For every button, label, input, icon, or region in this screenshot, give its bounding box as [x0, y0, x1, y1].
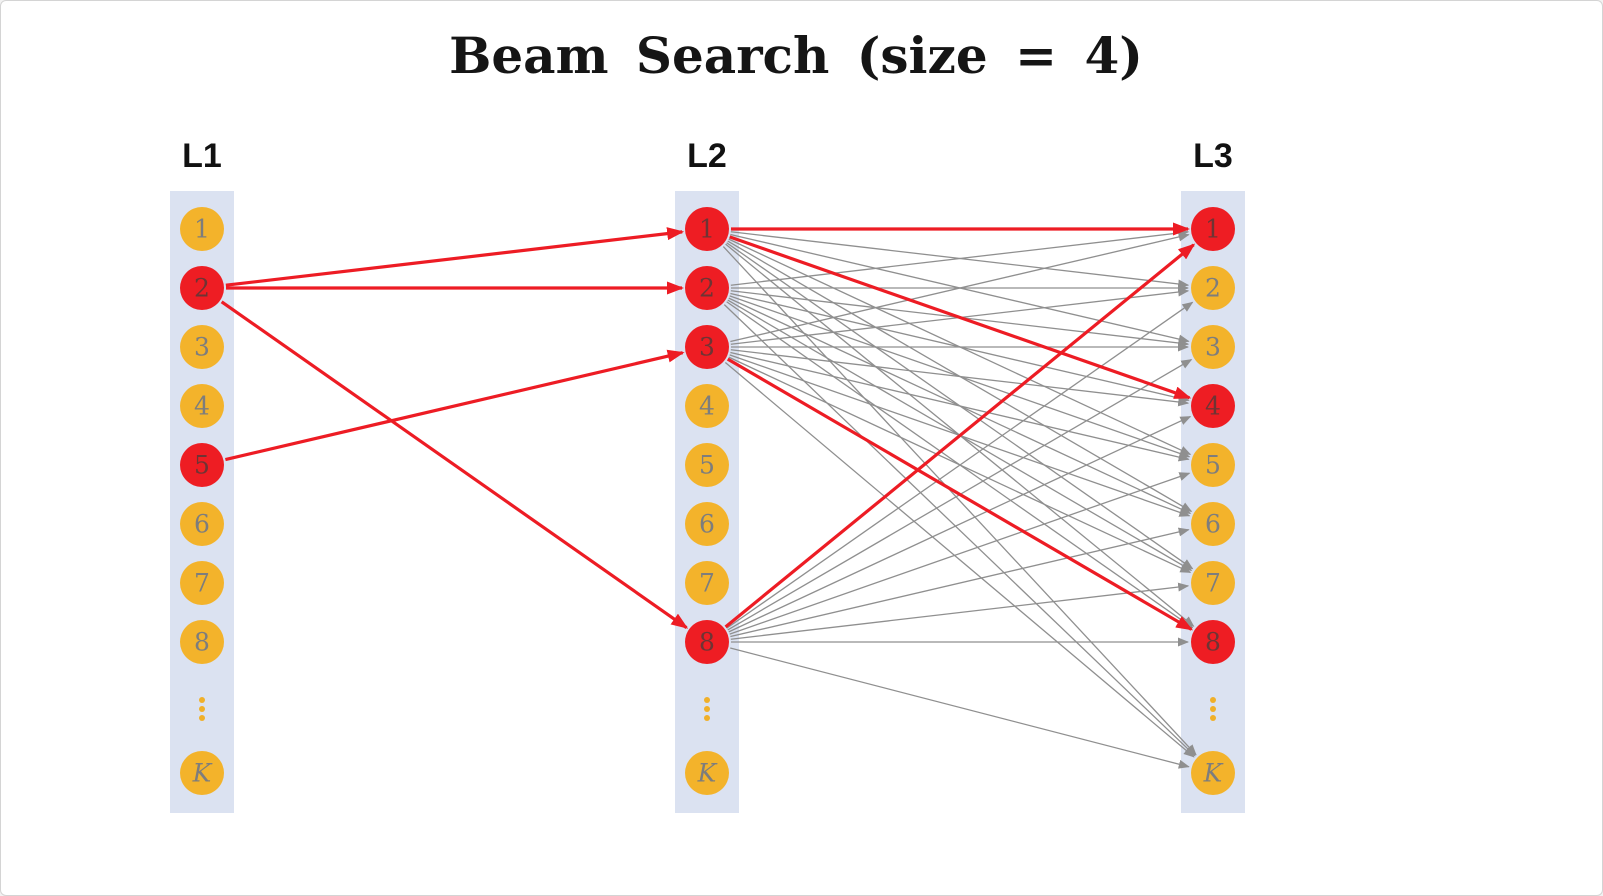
node-L1-3 — [180, 325, 224, 369]
column-label-L3: L3 — [1193, 137, 1233, 175]
node-label-L3-7: 7 — [1205, 569, 1221, 598]
column-label-L1: L1 — [182, 137, 222, 175]
ellipsis-dots-L3 — [1210, 706, 1216, 712]
node-label-L1-7: 7 — [194, 569, 210, 598]
node-L3-3 — [1191, 325, 1235, 369]
node-L1-K — [180, 751, 224, 795]
node-L3-4 — [1191, 384, 1235, 428]
ellipsis-dots-L3 — [1210, 697, 1216, 703]
candidate-edge-L28-L3K — [730, 647, 1190, 769]
node-L2-3 — [685, 325, 729, 369]
node-label-L3-6: 6 — [1205, 510, 1221, 539]
ellipsis-dots-L1 — [199, 697, 205, 703]
node-label-L1-8: 8 — [194, 628, 210, 657]
node-label-L3-4: 4 — [1205, 392, 1221, 421]
node-L3-7 — [1191, 561, 1235, 605]
node-L2-2 — [685, 266, 729, 310]
candidate-edge-L23-L31 — [730, 232, 1190, 343]
node-label-L1-4: 4 — [194, 392, 210, 421]
node-L2-K — [685, 751, 729, 795]
candidate-edge-L21-L3K — [722, 246, 1197, 756]
candidate-edge-L22-L3K — [723, 304, 1196, 757]
candidate-edge-L23-L34 — [730, 349, 1190, 407]
node-L2-5 — [685, 443, 729, 487]
node-label-L1-5: 5 — [194, 451, 210, 480]
beam-edge-L21-L34 — [729, 235, 1192, 400]
node-L1-4 — [180, 384, 224, 428]
gray-edges-layer — [722, 228, 1197, 769]
node-label-L1-3: 3 — [194, 333, 210, 362]
node-label-L3-1: 1 — [1205, 215, 1221, 244]
node-label-L3-K: K — [1203, 759, 1224, 788]
ellipsis-dots-L3 — [1210, 715, 1216, 721]
node-label-L3-5: 5 — [1205, 451, 1221, 480]
node-label-L2-4: 4 — [699, 392, 715, 421]
candidate-edge-L28-L35 — [729, 472, 1191, 635]
diagram-title: Beam Search (size = 4) — [449, 26, 1143, 85]
candidate-edge-L28-L36 — [730, 527, 1190, 638]
column-labels-layer: L1 L2 L3 — [182, 137, 1233, 175]
node-label-L2-K: K — [697, 759, 718, 788]
node-L1-6 — [180, 502, 224, 546]
node-label-L3-2: 2 — [1205, 274, 1221, 303]
ellipsis-dots-L2 — [704, 697, 710, 703]
node-L2-1 — [685, 207, 729, 251]
red-edges-layer — [220, 222, 1196, 631]
node-label-L2-1: 1 — [699, 215, 715, 244]
node-L2-6 — [685, 502, 729, 546]
candidate-edge-L22-L31 — [730, 228, 1190, 286]
candidate-edge-L23-L3K — [724, 361, 1195, 758]
node-label-L2-6: 6 — [699, 510, 715, 539]
beam-edge-L12-L21 — [225, 227, 685, 287]
ellipsis-dots-L1 — [199, 706, 205, 712]
node-L3-8 — [1191, 620, 1235, 664]
node-L3-5 — [1191, 443, 1235, 487]
node-L3-K — [1191, 751, 1235, 795]
node-label-L1-6: 6 — [194, 510, 210, 539]
candidate-edge-L23-L35 — [730, 351, 1190, 462]
ellipsis-dots-L2 — [704, 706, 710, 712]
candidate-edge-L28-L37 — [730, 582, 1190, 640]
node-label-L3-8: 8 — [1205, 628, 1221, 657]
node-L2-4 — [685, 384, 729, 428]
node-L2-8 — [685, 620, 729, 664]
node-label-L1-2: 2 — [194, 274, 210, 303]
beam-edge-L12-L28 — [220, 300, 689, 629]
node-label-L3-3: 3 — [1205, 333, 1221, 362]
node-label-L2-2: 2 — [699, 274, 715, 303]
beam-edge-L28-L31 — [724, 243, 1196, 629]
node-label-L1-K: K — [192, 759, 213, 788]
nodes-layer: 1 2 3 4 5 6 7 8K 1 2 3 4 5 6 7 8K 1 2 3 4 5 6 7 8K — [180, 207, 1235, 795]
node-label-L2-7: 7 — [699, 569, 715, 598]
beam-edge-L23-L38 — [726, 357, 1194, 631]
node-label-L1-1: 1 — [194, 215, 210, 244]
node-L1-1 — [180, 207, 224, 251]
node-L1-8 — [180, 620, 224, 664]
node-label-L2-8: 8 — [699, 628, 715, 657]
node-L3-6 — [1191, 502, 1235, 546]
candidate-edge-L28-L32 — [726, 301, 1194, 629]
node-L1-2 — [180, 266, 224, 310]
node-L2-7 — [685, 561, 729, 605]
ellipsis-dots-L2 — [704, 715, 710, 721]
node-L1-5 — [180, 443, 224, 487]
column-label-L2: L2 — [687, 137, 727, 175]
node-L1-7 — [180, 561, 224, 605]
node-label-L2-5: 5 — [699, 451, 715, 480]
candidate-edge-L28-L34 — [728, 415, 1192, 633]
ellipsis-dots-L1 — [199, 715, 205, 721]
node-L3-2 — [1191, 266, 1235, 310]
node-label-L2-3: 3 — [699, 333, 715, 362]
node-L3-1 — [1191, 207, 1235, 251]
beam-edge-L15-L23 — [225, 349, 685, 462]
